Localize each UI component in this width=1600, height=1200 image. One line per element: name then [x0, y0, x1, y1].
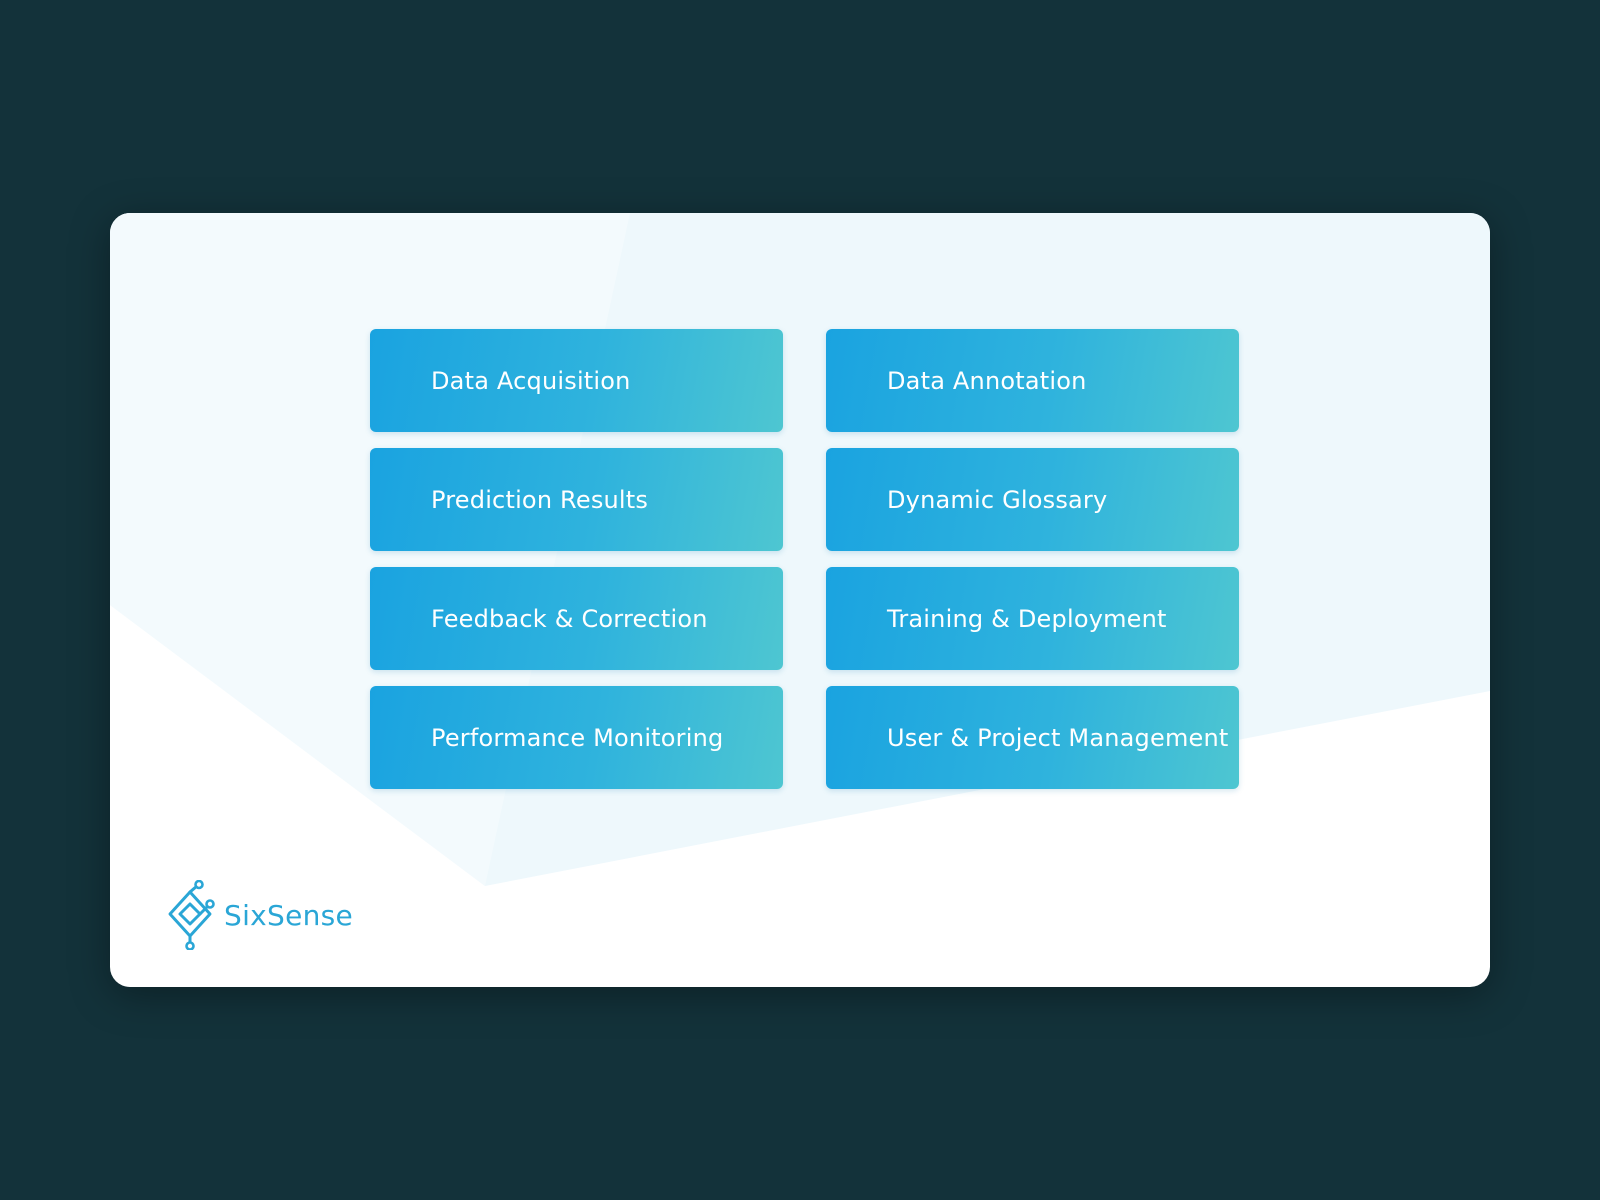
tile-prediction-results[interactable]: Prediction Results — [370, 448, 783, 551]
sixsense-logo-icon — [168, 880, 215, 950]
feature-grid: Data Acquisition Data Annotation Predict… — [370, 329, 1240, 789]
tile-label: Performance Monitoring — [431, 723, 724, 752]
tile-data-annotation[interactable]: Data Annotation — [826, 329, 1239, 432]
tile-label: User & Project Management — [887, 723, 1229, 752]
tile-performance-monitoring[interactable]: Performance Monitoring — [370, 686, 783, 789]
sixsense-logo: SixSense — [164, 880, 353, 950]
tile-label: Training & Deployment — [887, 604, 1167, 633]
tile-feedback-correction[interactable]: Feedback & Correction — [370, 567, 783, 670]
brand-name: SixSense — [224, 898, 354, 932]
tile-dynamic-glossary[interactable]: Dynamic Glossary — [826, 448, 1239, 551]
tile-label: Data Acquisition — [431, 366, 631, 395]
tile-label: Dynamic Glossary — [887, 485, 1108, 514]
tile-data-acquisition[interactable]: Data Acquisition — [370, 329, 783, 432]
tile-label: Prediction Results — [431, 485, 649, 514]
tile-user-project-management[interactable]: User & Project Management — [826, 686, 1239, 789]
tile-label: Feedback & Correction — [431, 604, 708, 633]
tile-label: Data Annotation — [887, 366, 1087, 395]
slide-card: Data Acquisition Data Annotation Predict… — [110, 213, 1490, 987]
tile-training-deployment[interactable]: Training & Deployment — [826, 567, 1239, 670]
